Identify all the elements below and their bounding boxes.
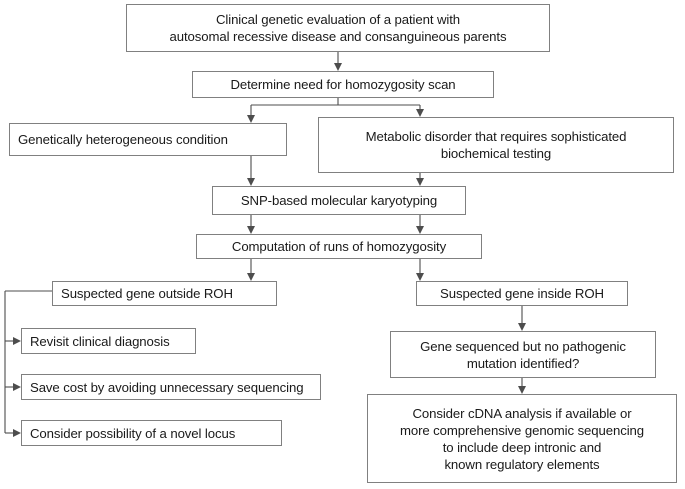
edge-n4-n5 <box>416 173 424 186</box>
node-suspected-gene-outside-roh[interactable]: Suspected gene outside ROH <box>52 281 277 306</box>
node-genetically-heterogeneous-condition[interactable]: Genetically heterogeneous condition <box>9 123 287 156</box>
edge-n3-n5 <box>247 156 255 186</box>
node-save-cost-avoiding-unnecessary-sequencing[interactable]: Save cost by avoiding unnecessary sequen… <box>21 374 321 400</box>
node-revisit-clinical-diagnosis[interactable]: Revisit clinical diagnosis <box>21 328 196 354</box>
node-snp-based-molecular-karyotyping[interactable]: SNP-based molecular karyotyping <box>212 186 466 215</box>
node-gene-sequenced-no-pathogenic-mutation[interactable]: Gene sequenced but no pathogenic mutatio… <box>390 331 656 378</box>
edge-n2-split <box>247 98 424 123</box>
node-consider-possibility-novel-locus[interactable]: Consider possibility of a novel locus <box>21 420 282 446</box>
edge-n8-n12 <box>518 306 526 331</box>
node-metabolic-disorder-biochemical-testing[interactable]: Metabolic disorder that requires sophist… <box>318 117 674 173</box>
edge-n6-n8 <box>416 259 424 281</box>
edge-n1-n2 <box>334 52 342 71</box>
node-computation-runs-of-homozygosity[interactable]: Computation of runs of homozygosity <box>196 234 482 259</box>
edge-n6-n7 <box>247 259 255 281</box>
edge-n5-n6 <box>247 215 424 234</box>
edge-n12-n13 <box>518 378 526 394</box>
node-suspected-gene-inside-roh[interactable]: Suspected gene inside ROH <box>416 281 628 306</box>
node-clinical-genetic-evaluation[interactable]: Clinical genetic evaluation of a patient… <box>126 4 550 52</box>
node-consider-cdna-analysis[interactable]: Consider cDNA analysis if available or m… <box>367 394 677 483</box>
node-determine-need-homozygosity-scan[interactable]: Determine need for homozygosity scan <box>192 71 494 98</box>
edge-n7-leftbus <box>4 290 52 437</box>
